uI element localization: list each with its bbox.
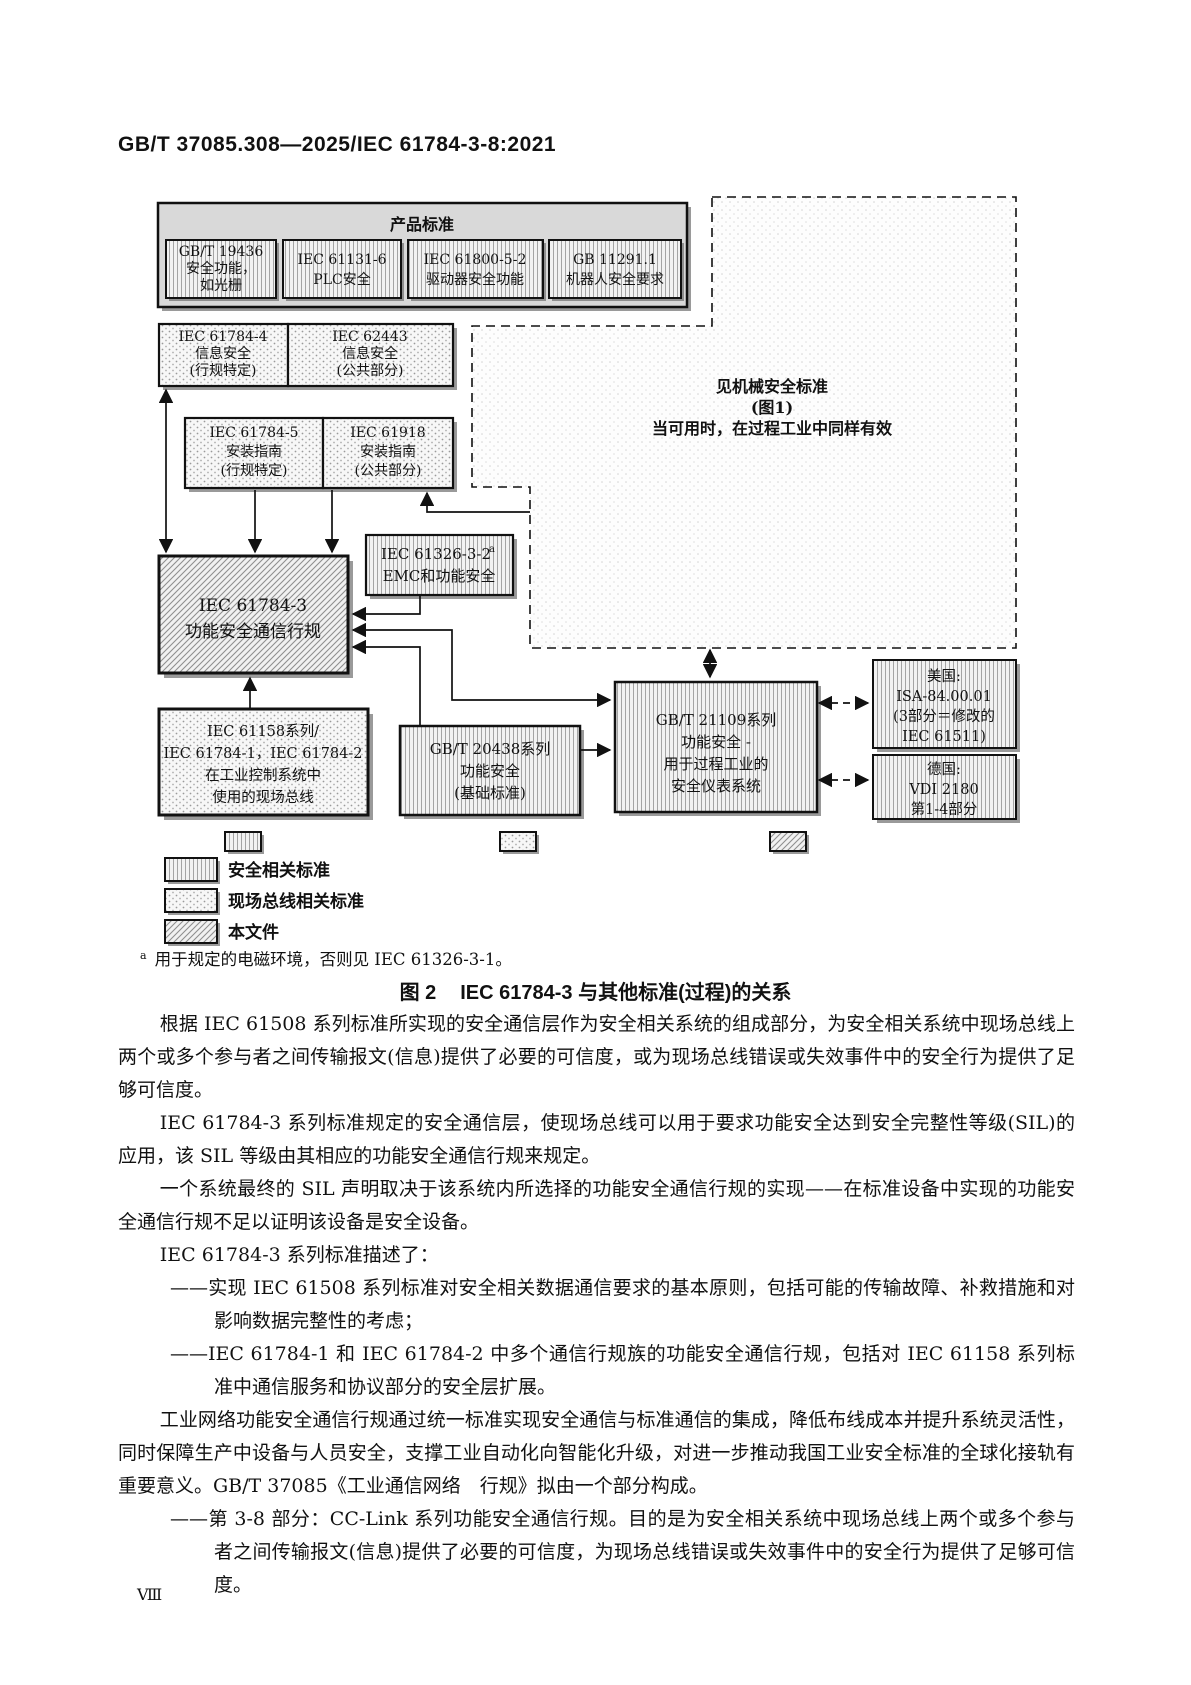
label: IEC 61131-6 [297,252,386,268]
arrow-emc-fscp [351,595,421,622]
box-gb11291-1: GB 11291.1 机器人安全要求 [548,239,684,301]
label: IEC 61784-3 [199,596,307,616]
swatch-this-document [769,831,807,852]
label: 在工业控制系统中 [205,767,321,784]
label: ISA-84.00.01 [896,689,992,705]
label: 使用的现场总线 [212,789,314,806]
label: IEC 61326-3-2 [381,545,491,563]
label: (行规特定) [190,363,257,379]
machinery-note-line: (图1) [751,398,793,417]
body-text: 根据 IEC 61508 系列标准所实现的安全通信层作为安全相关系统的组成部分，… [118,1008,1075,1602]
box-gbt21109: GB/T 21109系列 功能安全 - 用于过程工业的 安全仪表系统 [613,680,821,816]
label: EMC和功能安全 [383,567,496,585]
figure-number: 图 2 [399,982,437,1004]
box-security-row: IEC 61784-4 信息安全 (行规特定) IEC 62443 信息安全 (… [157,322,457,390]
label: 信息安全 [195,345,251,362]
box-installation-row: IEC 61784-5 安装指南 (行规特定) IEC 61918 安装指南 (… [183,416,457,492]
label: GB/T 20438系列 [430,740,551,758]
footnote-marker: a [140,948,147,962]
swatch-safety [224,831,262,852]
box-iec61131-6: IEC 61131-6 PLC安全 [282,239,404,301]
box-gbt19436: GB/T 19436 安全功能， 如光栅 [165,239,279,301]
machinery-note-line: 见机械安全标准 [716,377,828,396]
dash-item-2: ——IEC 61784-1 和 IEC 61784-2 中多个通信行规族的功能安… [170,1343,1075,1398]
label: (3部分＝修改的 [893,708,995,725]
label: (行规特定) [221,463,288,479]
label: GB/T 19436 [179,244,264,260]
box-iec61784-3: IEC 61784-3 功能安全通信行规 [157,554,353,678]
legend-label-safety: 安全相关标准 [228,860,330,881]
arrow-machinery-inst-common [419,491,530,513]
arrow-gbt20438-fscp [351,639,421,726]
label: 驱动器安全功能 [426,271,524,288]
label: VDI 2180 [908,782,978,798]
label: IEC 61784-4 [178,329,267,345]
paragraph-5: 工业网络功能安全通信行规通过统一标准实现安全通信与标准通信的集成，降低布线成本并… [118,1409,1075,1497]
box-iec61800-5-2: IEC 61800-5-2 驱动器安全功能 [407,239,546,301]
label: 用于过程工业的 [663,755,768,773]
paragraph-3: 一个系统最终的 SIL 声明取决于该系统内所选择的功能安全通信行规的实现——在标… [118,1178,1075,1233]
footnote-marker-sup: a [489,544,495,555]
label: 美国: [927,668,961,685]
footnote-text: 用于规定的电磁环境，否则见 IEC 61326-3-1。 [154,950,512,969]
dash-item-1: ——实现 IEC 61508 系列标准对安全相关数据通信要求的基本原则，包括可能… [170,1277,1075,1332]
label: (公共部分) [337,363,404,379]
label: 机器人安全要求 [566,271,664,288]
box-vdi: 德国: VDI 2180 第1-4部分 [872,754,1020,823]
figure-title: IEC 61784-3 与其他标准(过程)的关系 [460,982,792,1004]
box-gbt20438: GB/T 20438系列 功能安全 (基础标准) [398,724,584,819]
paragraph-4: IEC 61784-3 系列标准描述了： [159,1244,439,1266]
machinery-note-line: 当可用时，在过程工业中同样有效 [652,419,892,438]
figure-footnote: a 用于规定的电磁环境，否则见 IEC 61326-3-1。 [140,946,512,970]
figure-caption: 图 2 IEC 61784-3 与其他标准(过程)的关系 [0,976,1191,1005]
label: IEC 62443 [332,329,407,345]
label: 信息安全 [342,345,398,362]
label: (公共部分) [355,463,422,479]
label: GB/T 21109系列 [656,711,777,729]
paragraph-1: 根据 IEC 61508 系列标准所实现的安全通信层作为安全相关系统的组成部分，… [118,1013,1075,1101]
legend-swatch-this-document [164,919,218,944]
arrow-fscp-gbt21109 [351,622,612,708]
label: 安全功能， [186,260,256,277]
document-header: GB/T 37085.308—2025/IEC 61784-3-8:2021 [118,133,557,156]
pattern-key-swatches [224,831,809,854]
product-standards-title: 产品标准 [390,215,454,234]
box-iec61158-fieldbus: IEC 61158系列/ IEC 61784-1，IEC 61784-2 在工业… [157,707,373,820]
label: 如光栅 [200,278,242,294]
product-standards-group: 产品标准 GB/T 19436 安全功能， 如光栅 IEC 61131-6 PL… [156,201,691,311]
label: (基础标准) [454,784,526,802]
label: 安全仪表系统 [671,777,761,795]
legend-label-this-document: 本文件 [228,922,279,943]
label: 功能安全 - [681,733,751,751]
label: IEC 61784-1，IEC 61784-2 [163,746,362,762]
paragraph-2: IEC 61784-3 系列标准规定的安全通信层，使现场总线可以用于要求功能安全… [118,1112,1075,1167]
label: 安装指南 [360,444,416,460]
label: IEC 61511) [902,729,986,745]
label: 功能安全 [460,762,520,780]
legend: 安全相关标准 现场总线相关标准 本文件 [164,857,364,946]
label: 第1-4部分 [911,800,978,818]
label: 德国: [927,761,961,778]
label: IEC 61784-5 [209,425,298,441]
page-number: Ⅷ [137,1585,163,1604]
box-isa: 美国: ISA-84.00.01 (3部分＝修改的 IEC 61511) [872,659,1020,752]
label: IEC 61918 [350,425,425,441]
label: PLC安全 [313,271,370,288]
label: 安装指南 [226,444,282,460]
label: IEC 61158系列/ [207,723,319,740]
label: 功能安全通信行规 [185,622,321,642]
legend-swatch-safety [164,857,218,882]
legend-swatch-fieldbus [164,888,218,913]
box-iec61326-3-2: IEC 61326-3-2 a EMC和功能安全 [364,533,517,599]
label: GB 11291.1 [573,252,657,268]
figure-2-diagram: 见机械安全标准 (图1) 当可用时，在过程工业中同样有效 产品标准 GB/T 1… [156,196,1020,946]
label: IEC 61800-5-2 [424,252,527,268]
legend-label-fieldbus: 现场总线相关标准 [228,891,364,912]
swatch-fieldbus [499,831,537,852]
dash-item-3: ——第 3-8 部分：CC-Link 系列功能安全通信行规。目的是为安全相关系统… [170,1508,1075,1596]
machinery-safety-dashed-region: 见机械安全标准 (图1) 当可用时，在过程工业中同样有效 [471,196,1017,649]
